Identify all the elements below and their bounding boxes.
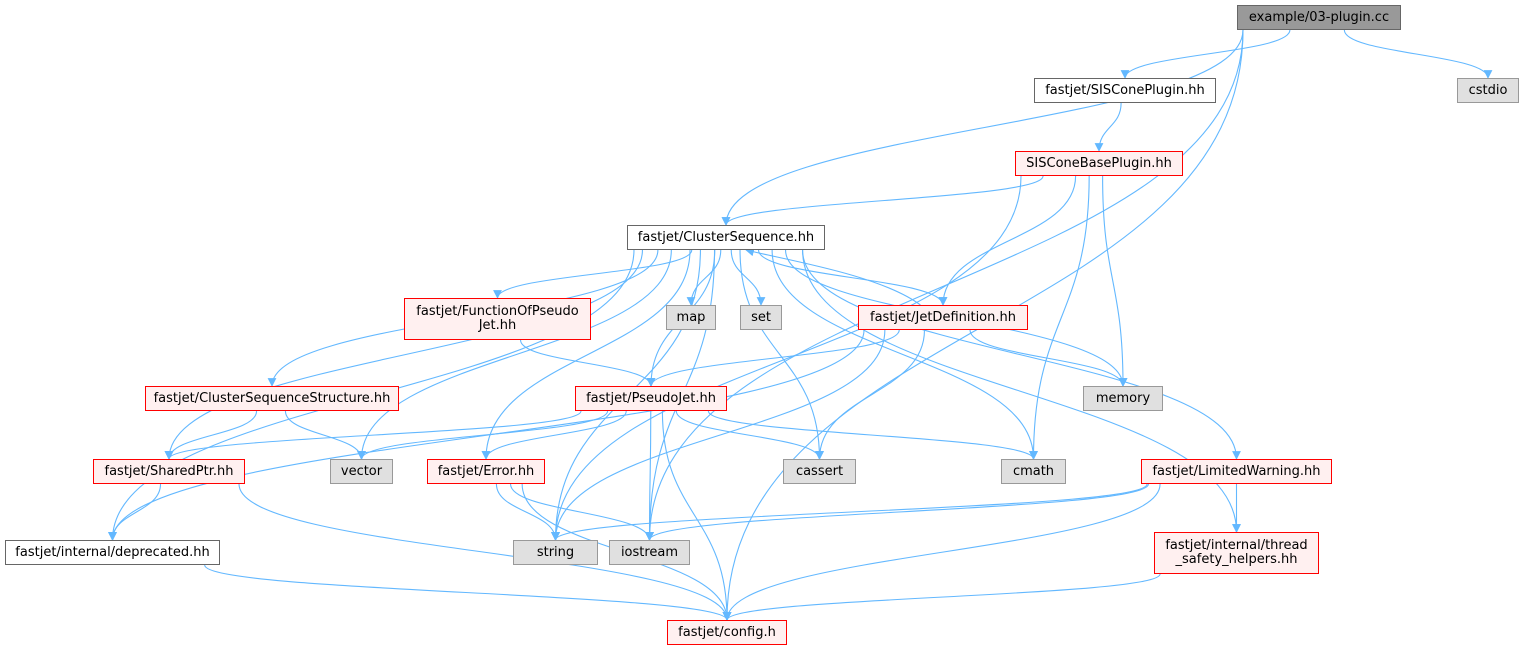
edge-function_of_pj-to-pseudojet — [519, 339, 656, 387]
edge-pseudojet-to-iostream — [645, 410, 654, 541]
node-cstdio: cstdio — [1457, 78, 1519, 103]
node-cluster-sequence[interactable]: fastjet/ClusterSequence.hh — [627, 225, 825, 250]
edge-cluster_sequence-to-jet_definition — [758, 249, 948, 306]
edge-jet_definition-to-memory — [969, 329, 1128, 387]
edge-cluster_sequence-to-set — [730, 249, 766, 306]
edge-error-to-string — [495, 483, 560, 541]
edge-pseudojet-to-cassert — [675, 410, 824, 460]
edge-cluster_sequence-to-thread_safety — [802, 249, 1241, 533]
edge-limited_warning-to-string — [551, 483, 1148, 541]
node-siscone-plugin[interactable]: fastjet/SISConePlugin.hh — [1034, 78, 1216, 103]
edge-error-to-iostream — [509, 483, 654, 541]
edge-siscone_base-to-jet_definition — [938, 175, 1077, 306]
node-function-of-pseudojet[interactable]: fastjet/FunctionOfPseudo Jet.hh — [404, 298, 591, 340]
node-config[interactable]: fastjet/config.h — [667, 620, 787, 645]
edge-root-to-siscone_plugin — [1120, 29, 1291, 79]
edge-root-to-cstdio — [1343, 29, 1493, 79]
edge-shared_ptr-to-deprecated — [108, 483, 162, 541]
edge-jet_definition-to-cassert — [815, 329, 926, 460]
edge-siscone_base-to-string — [551, 175, 1022, 541]
edge-pseudojet-to-cmath — [707, 410, 1038, 460]
edge-limited_warning-to-config — [722, 483, 1161, 621]
edge-root-to-cluster_sequence — [721, 29, 1244, 226]
edge-pseudojet-to-config — [661, 410, 732, 621]
edge-cluster_sequence-to-shared_ptr — [164, 249, 643, 460]
node-limited-warning[interactable]: fastjet/LimitedWarning.hh — [1141, 459, 1332, 484]
edge-jet_definition-to-cluster_sequence — [745, 247, 921, 306]
edge-cluster_sequence-to-map — [686, 249, 722, 306]
node-iostream: iostream — [609, 540, 690, 565]
node-root-file[interactable]: example/03-plugin.cc — [1237, 5, 1401, 30]
node-cluster-sequence-structure[interactable]: fastjet/ClusterSequenceStructure.hh — [145, 386, 399, 411]
edge-cluster_sequence-to-function_of_pj — [493, 249, 693, 299]
edge-cluster_sequence-to-cmath — [771, 249, 1038, 460]
edge-deprecated-to-config — [204, 564, 732, 621]
node-pseudojet[interactable]: fastjet/PseudoJet.hh — [575, 386, 727, 411]
node-siscone-base-plugin[interactable]: SISConeBasePlugin.hh — [1015, 151, 1183, 176]
edge-pseudojet-to-shared_ptr — [164, 410, 582, 460]
node-deprecated[interactable]: fastjet/internal/deprecated.hh — [5, 540, 220, 565]
node-jet-definition[interactable]: fastjet/JetDefinition.hh — [858, 305, 1028, 330]
edge-siscone_base-to-memory — [1102, 175, 1128, 387]
edge-siscone_base-to-cluster_sequence — [721, 175, 1044, 226]
edge-pseudojet-to-vector — [357, 410, 609, 460]
node-set: set — [740, 305, 782, 330]
edge-limited_warning-to-iostream — [645, 483, 1149, 541]
edge-cluster_sequence-to-vector — [357, 249, 672, 460]
node-memory: memory — [1083, 386, 1163, 411]
edge-jet_definition-to-string — [551, 329, 886, 541]
node-cassert: cassert — [783, 459, 856, 484]
node-thread-safety-helpers[interactable]: fastjet/internal/thread _safety_helpers.… — [1154, 532, 1319, 574]
edge-cs_structure-to-vector — [284, 410, 366, 460]
node-map: map — [666, 305, 716, 330]
edge-siscone_base-to-cmath — [1029, 175, 1090, 460]
node-error[interactable]: fastjet/Error.hh — [427, 459, 545, 484]
node-string: string — [513, 540, 598, 565]
edge-cluster_sequence-to-cassert — [739, 249, 824, 460]
edge-pseudojet-to-error — [481, 410, 627, 460]
edge-jet_definition-to-pseudojet — [646, 329, 900, 387]
edge-cluster_sequence-to-error — [481, 249, 691, 460]
edge-cluster_sequence-to-limited_warning — [802, 249, 1241, 460]
edge-shared_ptr-to-config — [238, 483, 732, 621]
edge-siscone_plugin-to-siscone_base — [1094, 102, 1122, 152]
node-cmath: cmath — [1001, 459, 1066, 484]
edge-thread_safety-to-config — [722, 573, 1161, 621]
node-shared-ptr[interactable]: fastjet/SharedPtr.hh — [93, 459, 245, 484]
node-vector: vector — [330, 459, 393, 484]
